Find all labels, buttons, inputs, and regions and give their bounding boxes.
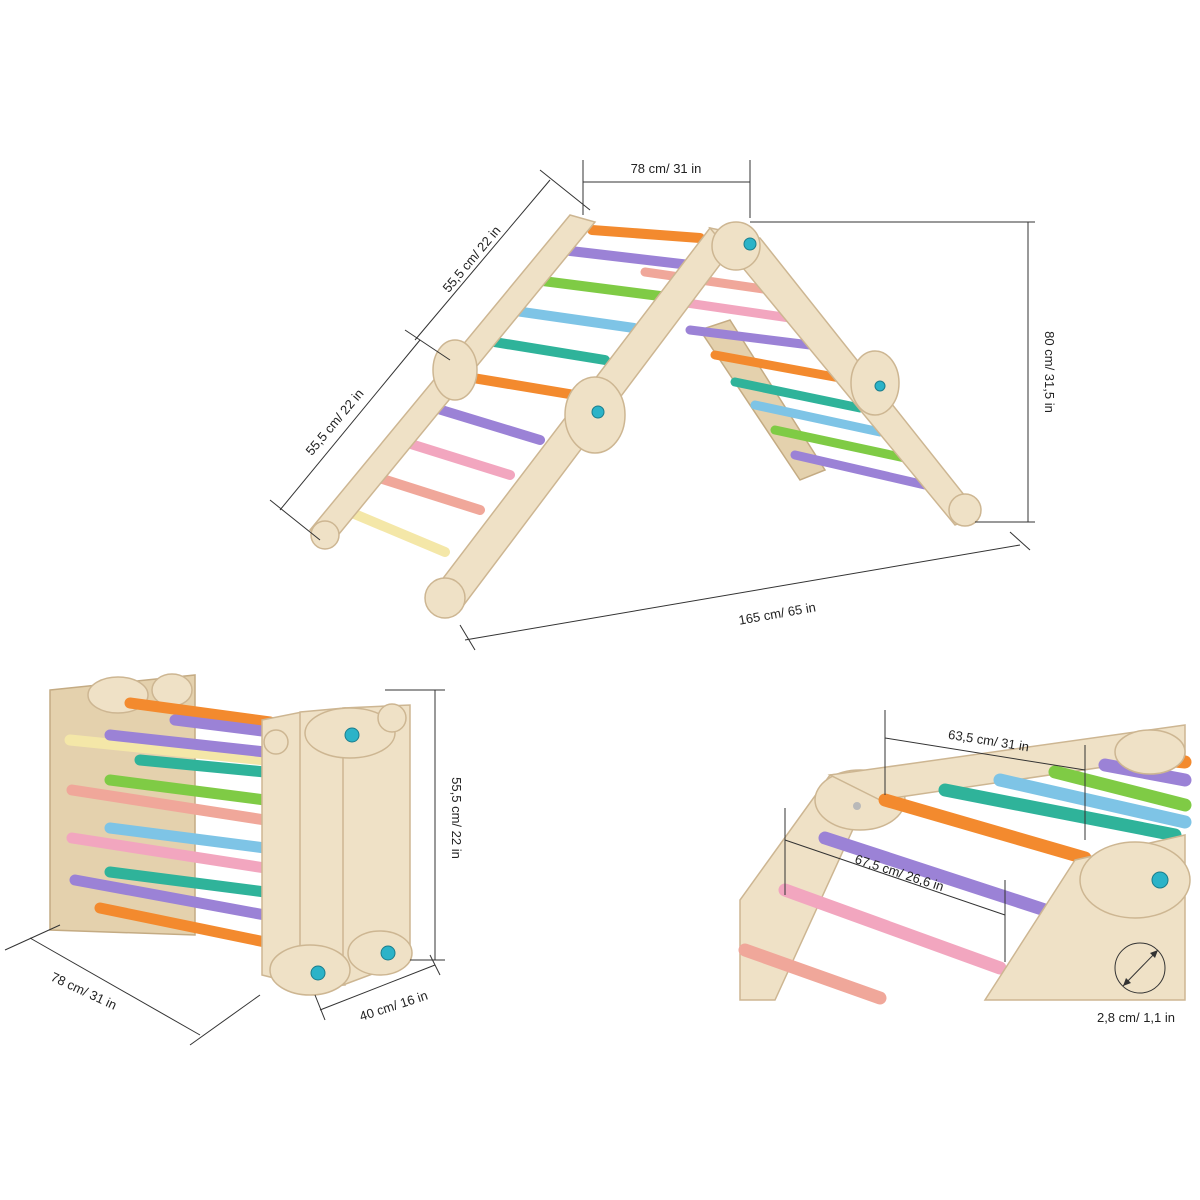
triangle-hinges	[310, 221, 982, 619]
dim-base: 165 cm/ 65 in	[459, 531, 1031, 651]
dim-folded-width: 78 cm/ 31 in	[4, 924, 261, 1046]
bolt-icon	[380, 945, 396, 961]
rung	[420, 400, 545, 445]
dim-label: 55,5 cm/ 22 in	[440, 223, 504, 295]
dim-label: 40 cm/ 16 in	[358, 988, 430, 1024]
bolt-icon	[1151, 871, 1169, 889]
diameter-icon	[1114, 942, 1166, 994]
rung	[365, 470, 485, 515]
rung	[587, 225, 705, 243]
folded-rungs	[64, 697, 276, 948]
dim-label: 55,5 cm/ 22 in	[449, 777, 464, 859]
dim-label: 165 cm/ 65 in	[737, 599, 816, 627]
rung	[340, 505, 450, 557]
rung	[770, 425, 910, 463]
rung	[675, 297, 795, 323]
dim-label: 55,5 cm/ 22 in	[303, 386, 367, 458]
dim-diameter: 2,8 cm/ 1,1 in	[1097, 942, 1175, 1025]
rung	[685, 325, 815, 350]
triangle-left-rungs	[340, 225, 705, 557]
rung	[477, 335, 610, 365]
dim-folded-height: 55,5 cm/ 22 in	[385, 689, 464, 961]
dim-label: 2,8 cm/ 1,1 in	[1097, 1010, 1175, 1025]
bolt-icon	[743, 237, 757, 251]
bolt-icon	[344, 727, 360, 743]
rung	[790, 450, 930, 490]
bolt-icon	[591, 405, 605, 419]
rung	[710, 350, 845, 383]
dim-top-width: 78 cm/ 31 in	[582, 160, 751, 218]
rung	[557, 245, 695, 270]
dim-label: 80 cm/ 31,5 in	[1042, 331, 1057, 413]
dim-label: 78 cm/ 31 in	[49, 969, 120, 1013]
folded-view: 55,5 cm/ 22 in 78 cm/ 31 in 40 cm/ 16 in	[4, 673, 464, 1046]
rung	[730, 377, 865, 413]
bolt-icon	[310, 965, 326, 981]
triangle-view: 78 cm/ 31 in 55,5 cm/ 22 in 55,5 cm/ 22 …	[269, 160, 1057, 651]
bolt-icon	[874, 380, 886, 392]
rung	[750, 400, 885, 437]
detail-view: 63,5 cm/ 31 in 67,5 cm/ 26,6 in 2,8 cm/ …	[738, 710, 1192, 1025]
rung	[530, 275, 665, 301]
dim-height: 80 cm/ 31,5 in	[750, 221, 1057, 523]
rung	[503, 305, 639, 333]
rung	[393, 435, 515, 480]
dim-label: 78 cm/ 31 in	[631, 161, 702, 176]
